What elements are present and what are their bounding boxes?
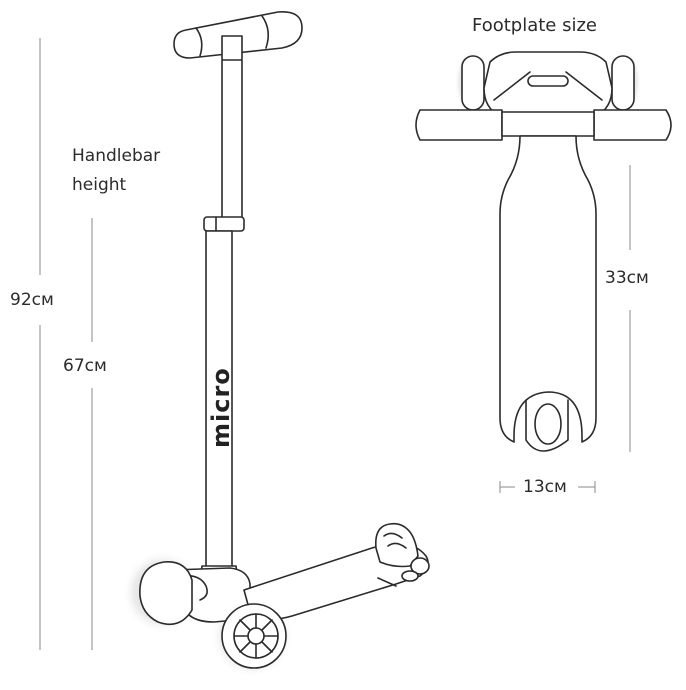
top-front-ribs <box>493 71 603 101</box>
rear-brake <box>374 522 419 568</box>
grip-end-left <box>195 27 203 57</box>
handlebar-height-title-line1: Handlebar <box>72 146 161 166</box>
scooter-side-view: micro <box>122 11 430 678</box>
top-right-grip <box>593 109 672 141</box>
wheel-spokes <box>233 613 279 659</box>
rear-brake-ridge-1 <box>383 532 403 539</box>
top-rear-wheel-slot <box>534 403 562 445</box>
rear-brake-ridge-2 <box>387 542 407 549</box>
deck-edge <box>377 577 397 587</box>
front-left-wheel <box>139 561 193 626</box>
top-bar-center <box>501 111 595 137</box>
rear-wheel <box>410 557 430 575</box>
footplate-width-value: 13cм <box>523 477 567 497</box>
footplate-length-value: 33cм <box>605 268 649 288</box>
total-height-value: 92cм <box>10 290 54 310</box>
footplate-width-dimension <box>499 481 596 493</box>
handlebar-height-value: 67cм <box>63 356 107 376</box>
grip-end-right <box>261 15 270 49</box>
handlebar-stem-top <box>221 35 243 63</box>
top-left-wheel <box>461 55 485 111</box>
top-left-grip <box>415 109 503 141</box>
handlebar-height-title-line2: height <box>72 175 127 195</box>
handlebar-grip <box>173 11 303 59</box>
brand-logo: micro <box>207 367 235 448</box>
top-front-slot <box>527 75 569 87</box>
height-clamp <box>203 216 245 232</box>
top-deck-tail <box>525 399 569 452</box>
top-right-wheel <box>611 55 635 111</box>
footplate-top-view <box>415 48 672 452</box>
top-deck <box>499 135 597 443</box>
upper-t-bar <box>221 59 243 219</box>
rear-wheel-hub <box>401 570 419 582</box>
footplate-size-title: Footplate size <box>472 15 598 36</box>
